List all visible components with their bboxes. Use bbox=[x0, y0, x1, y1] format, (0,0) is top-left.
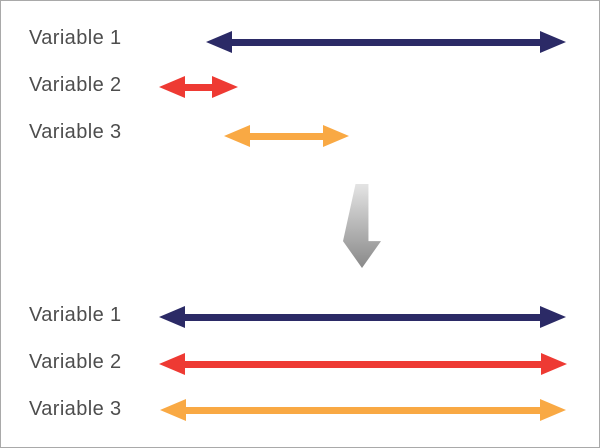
arrowhead-left-icon bbox=[159, 352, 185, 375]
arrowhead-right-icon bbox=[212, 75, 238, 98]
arrowhead-right-icon bbox=[541, 352, 567, 375]
arrowhead-left-icon bbox=[224, 124, 250, 147]
range-arrow bbox=[160, 398, 566, 422]
arrow-shaft bbox=[184, 406, 542, 414]
range-arrow bbox=[224, 124, 349, 148]
range-arrow bbox=[159, 305, 566, 329]
range-arrow bbox=[159, 352, 567, 376]
variable-label: Variable 1 bbox=[29, 27, 122, 50]
variable-label: Variable 2 bbox=[29, 351, 122, 374]
variable-label: Variable 1 bbox=[29, 304, 122, 327]
arrow-shaft bbox=[183, 360, 543, 368]
arrowhead-right-icon bbox=[540, 30, 566, 53]
range-arrow bbox=[206, 30, 566, 54]
arrow-shaft bbox=[183, 83, 214, 91]
arrowhead-left-icon bbox=[159, 75, 185, 98]
arrowhead-left-icon bbox=[160, 398, 186, 421]
range-arrow bbox=[159, 75, 238, 99]
transition-down-arrow bbox=[343, 184, 381, 268]
arrow-shaft bbox=[183, 313, 542, 321]
arrowhead-right-icon bbox=[323, 124, 349, 147]
arrowhead-right-icon bbox=[540, 398, 566, 421]
variable-label: Variable 2 bbox=[29, 74, 122, 97]
arrowhead-left-icon bbox=[206, 30, 232, 53]
variable-label: Variable 3 bbox=[29, 398, 122, 421]
arrowhead-left-icon bbox=[159, 305, 185, 328]
arrow-shaft bbox=[248, 132, 325, 140]
arrow-shaft bbox=[230, 38, 542, 46]
arrowhead-right-icon bbox=[540, 305, 566, 328]
variable-label: Variable 3 bbox=[29, 121, 122, 144]
